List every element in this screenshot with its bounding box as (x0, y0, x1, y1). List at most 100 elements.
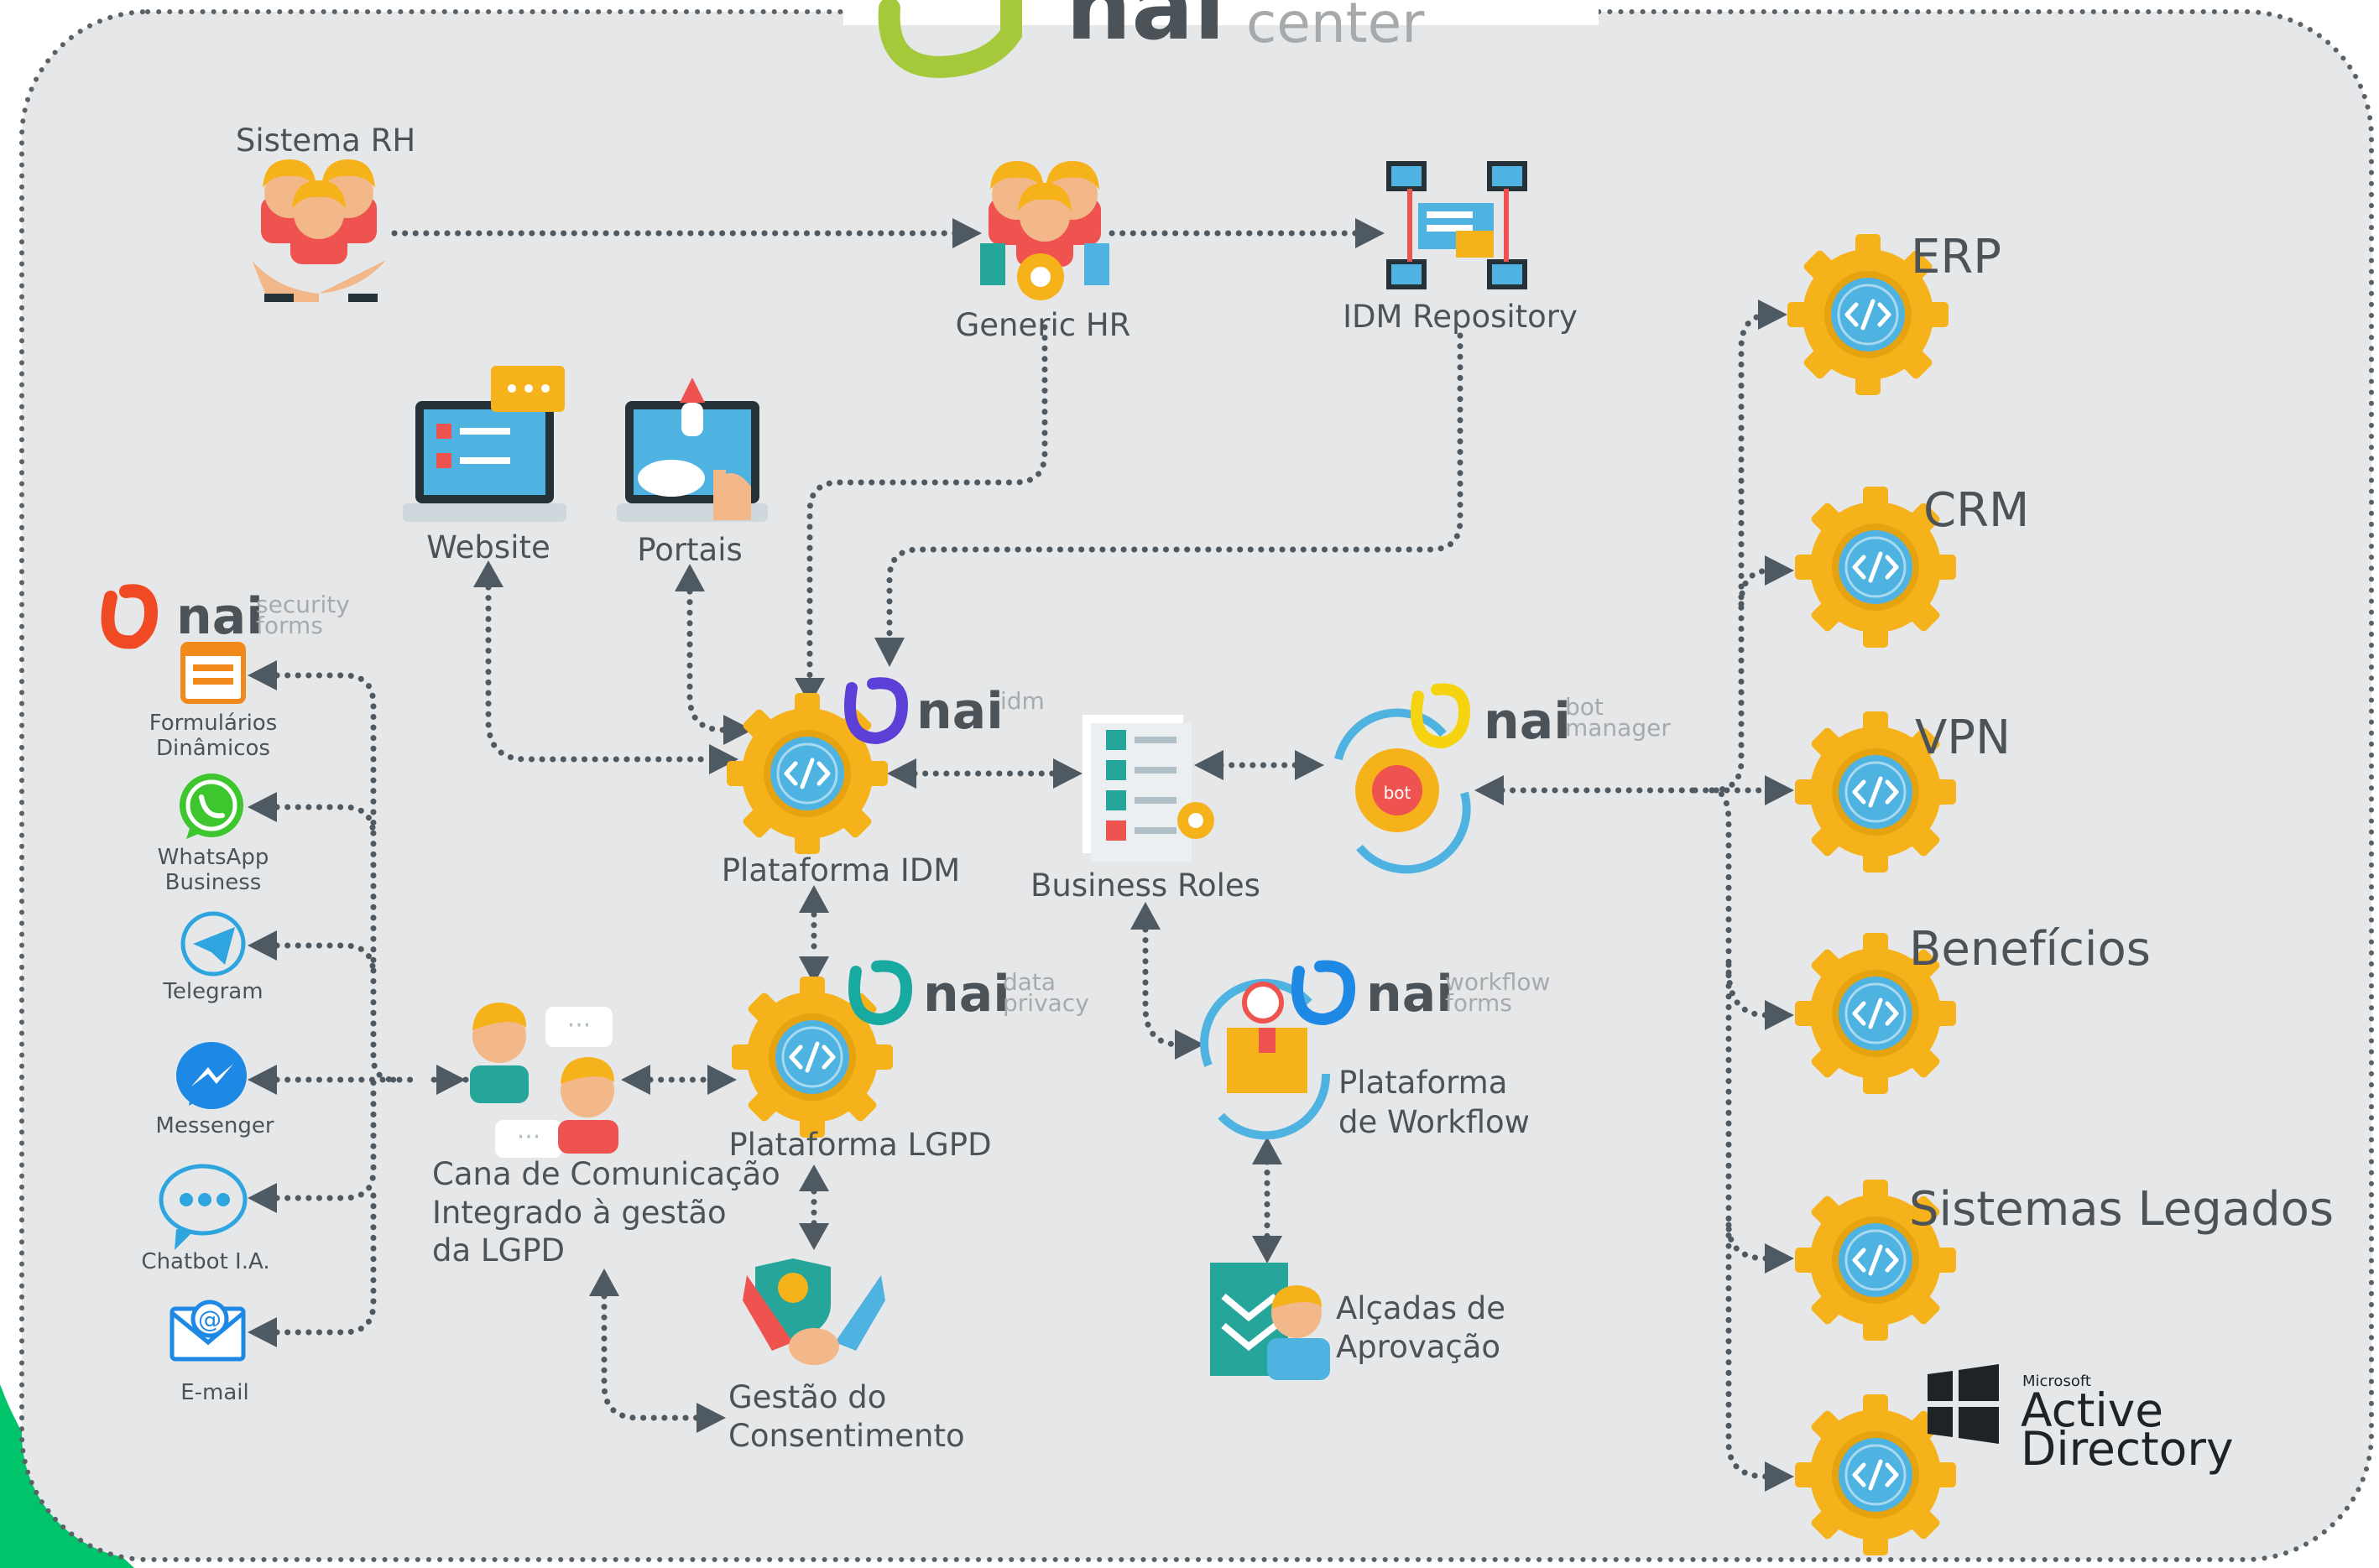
nai-sub-1: data (1003, 968, 1056, 996)
chatbot-label: Chatbot I.A. (141, 1249, 269, 1274)
corner-accent (0, 1384, 134, 1568)
nai-word: nai (1484, 692, 1571, 751)
nai-center-logo: nai center (843, 0, 1599, 79)
alcadas-node: Alçadas de Aprovação (1210, 1263, 1505, 1380)
alcadas-line1: Alçadas de (1336, 1290, 1505, 1326)
box-clock-icon (1200, 978, 1331, 1140)
channel-messenger: Messenger (155, 1042, 274, 1138)
system-crm: CRM (1795, 483, 2029, 648)
dots: ··· (567, 1011, 592, 1040)
canal-node: ··· ··· Cana de Comunicação Integrado à … (432, 1003, 780, 1268)
nai-sub-2: privacy (1003, 989, 1089, 1017)
ad-microsoft: Microsoft (2022, 1373, 2091, 1390)
nai-workflow-forms-logo: nai workflow forms (1291, 960, 1550, 1026)
website-node: Website (403, 366, 566, 565)
idm-repository-label: IDM Repository (1343, 299, 1578, 335)
canal-line3: da LGPD (432, 1232, 565, 1268)
consentimento-node: Gestão do Consentimento (728, 1258, 965, 1454)
nai-sub-2: manager (1565, 714, 1671, 742)
email-icon: @ (170, 1300, 246, 1362)
nai-word: nai (1366, 965, 1453, 1024)
whatsapp-line1: WhatsApp (158, 845, 269, 870)
dots: ··· (517, 1123, 541, 1152)
checklist-icon (1083, 715, 1214, 862)
nai-sub-1: bot (1565, 693, 1604, 721)
nai-security-forms-logo: nai security forms (101, 584, 350, 649)
generic-hr-node: Generic HR (956, 161, 1131, 343)
bot-manager-node: bot nai bot manager (1334, 683, 1671, 874)
plataforma-idm-label: Plataforma IDM (722, 852, 960, 888)
channel-email: @ E-mail (170, 1300, 249, 1405)
people-icon (252, 159, 386, 302)
beneficios-label: Benefícios (1909, 922, 2151, 977)
windows-logo-icon (1928, 1364, 1999, 1444)
at-glyph: @ (198, 1305, 222, 1333)
consent-line2: Consentimento (728, 1418, 965, 1454)
nai-word: nai (923, 965, 1010, 1024)
whatsapp-line2: Business (165, 870, 262, 895)
system-active-directory: Microsoft Active Directory (1795, 1364, 2234, 1555)
brand-word: nai (1066, 0, 1225, 60)
formularios-line2: Dinâmicos (156, 736, 270, 761)
plataforma-idm-node: nai idm Plataforma IDM (722, 677, 1045, 888)
crm-label: CRM (1923, 483, 2029, 538)
website-label: Website (426, 529, 550, 565)
sistema-rh-label: Sistema RH (236, 122, 415, 159)
channel-formularios: Formulários Dinâmicos (149, 642, 277, 761)
system-vpn: VPN (1795, 711, 2011, 873)
canal-line1: Cana de Comunicação (432, 1156, 780, 1192)
sistema-rh-node: Sistema RH (236, 122, 415, 302)
code-gear-icon (727, 693, 888, 854)
portais-label: Portais (637, 532, 743, 568)
chat-people-icon: ··· ··· (470, 1003, 618, 1158)
generic-hr-label: Generic HR (956, 307, 1131, 343)
erp-label: ERP (1911, 230, 2001, 284)
workflow-line2: de Workflow (1338, 1104, 1530, 1140)
diagram-frame (19, 9, 2374, 1562)
channel-whatsapp: WhatsApp Business (158, 774, 269, 895)
vpn-label: VPN (1915, 711, 2011, 765)
whatsapp-icon (180, 774, 243, 839)
telegram-label: Telegram (162, 979, 263, 1004)
system-beneficios: Benefícios (1795, 922, 2151, 1094)
plataforma-lgpd-node: nai data privacy Plataforma LGPD (728, 960, 1089, 1163)
nai-data-privacy-logo: nai data privacy (848, 960, 1089, 1026)
system-erp: ERP (1787, 230, 2001, 395)
plataforma-lgpd-label: Plataforma LGPD (728, 1127, 991, 1163)
people-gear-icon (980, 161, 1109, 300)
cloud-touch-icon (617, 378, 768, 522)
channel-telegram: Telegram (162, 911, 263, 1004)
form-icon (180, 642, 246, 704)
laptop-icon (403, 366, 566, 522)
alcadas-line2: Aprovação (1336, 1329, 1500, 1365)
ad-line2: Directory (2021, 1422, 2234, 1476)
code-gear-icon (732, 977, 893, 1138)
nai-sub-1: workflow (1445, 968, 1550, 996)
telegram-icon (180, 911, 246, 977)
bot-badge: bot (1384, 783, 1411, 803)
nai-bot-manager-logo: nai bot manager (1411, 683, 1671, 751)
brand-sub: center (1246, 0, 1425, 55)
system-legados: Sistemas Legados (1795, 1180, 2334, 1341)
portais-node: Portais (617, 378, 768, 568)
business-roles-label: Business Roles (1030, 867, 1260, 904)
chatbot-icon (159, 1164, 248, 1250)
approval-icon (1210, 1263, 1330, 1380)
legados-label: Sistemas Legados (1909, 1182, 2334, 1237)
workflow-node: nai workflow forms Plataforma de Workflo… (1200, 960, 1550, 1140)
network-server-icon (1386, 161, 1527, 289)
connectors (248, 218, 1794, 1492)
nai-word: nai (176, 587, 263, 646)
nai-word: nai (916, 682, 1004, 741)
canal-line2: Integrado à gestão (432, 1195, 727, 1231)
messenger-label: Messenger (155, 1113, 274, 1138)
messenger-icon (176, 1042, 247, 1109)
ad-line1: Active (2021, 1383, 2163, 1437)
nai-sub-1: security (256, 591, 350, 618)
channel-chatbot: Chatbot I.A. (141, 1164, 270, 1274)
business-roles-node: Business Roles (1030, 715, 1260, 904)
workflow-line1: Plataforma (1338, 1065, 1507, 1101)
nai-sub-2: forms (1445, 989, 1512, 1017)
email-label: E-mail (180, 1380, 249, 1405)
